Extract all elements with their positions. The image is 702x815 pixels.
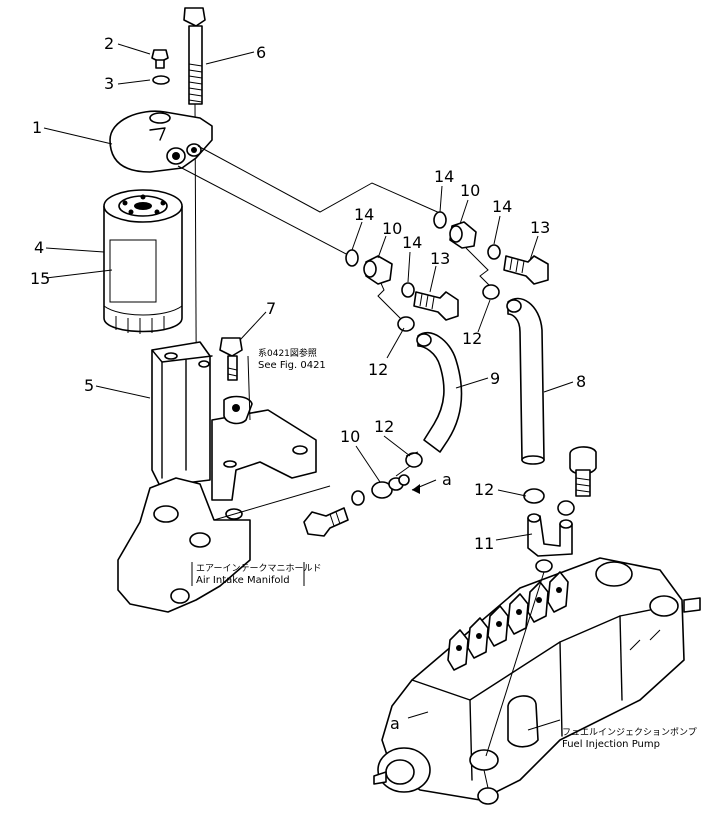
callout-15: 15 — [30, 269, 50, 288]
callout-10-c: 10 — [340, 427, 360, 446]
small-bolt-part-2 — [151, 49, 169, 69]
fuel-injection-pump-label: フュエルインジェクションポンプ Fuel Injection Pump — [562, 727, 697, 750]
banjo-bolt-lower — [303, 507, 349, 537]
hose-clamp-part-12-b — [482, 284, 500, 300]
air-intake-manifold-label: エアーインテークマニホールド Air Intake Manifold — [191, 562, 321, 586]
callout-12-c: 12 — [374, 417, 394, 436]
callout-2: 2 — [104, 34, 114, 53]
washer-part-14-a — [345, 249, 359, 267]
callout-10-b: 10 — [460, 181, 480, 200]
bolt-part-7 — [219, 337, 243, 381]
fuel-hose-part-9 — [416, 331, 463, 453]
line-filter-to-fitting-upper — [197, 145, 443, 215]
leader-lines — [43, 43, 574, 731]
hose-clip — [223, 395, 253, 425]
hose-clamp-part-12-a — [397, 316, 415, 332]
banjo-fitting-part-10-a — [363, 255, 393, 285]
callout-7: 7 — [266, 299, 276, 318]
callout-14-c: 14 — [434, 167, 454, 186]
washer-pump-side — [557, 500, 575, 516]
line-right-fitting-to-hose — [465, 247, 495, 291]
washer-lower — [351, 490, 365, 506]
callout-14-b: 14 — [402, 233, 422, 252]
elbow-fitting-part-11 — [527, 513, 573, 557]
fuel-hose-part-8 — [506, 297, 545, 465]
banjo-fitting-part-10-c — [371, 474, 410, 499]
line-filter-to-fitting-lower — [177, 165, 351, 257]
fuel-injection-pump — [373, 557, 701, 805]
callout-10-a: 10 — [382, 219, 402, 238]
air-intake-manifold — [117, 477, 331, 613]
feed-line-to-pump — [485, 571, 545, 757]
filter-bracket-part-5 — [151, 341, 317, 520]
reference-a-upper: a — [442, 470, 452, 489]
hose-clamp-part-12-d — [523, 488, 545, 504]
callout-14-a: 14 — [354, 205, 374, 224]
washer-part-14-b — [401, 282, 415, 298]
callout-12-a: 12 — [368, 360, 388, 379]
washer-pump-inlet — [535, 559, 553, 573]
callout-4: 4 — [34, 238, 44, 257]
bolt-pump-side — [569, 446, 597, 497]
callout-3: 3 — [104, 74, 114, 93]
washer-part-14-c — [433, 211, 447, 229]
washer-part-14-d — [487, 244, 501, 260]
callout-9: 9 — [490, 369, 500, 388]
fuel-injection-pump-label-jp: フュエルインジェクションポンプ — [562, 727, 697, 738]
callout-12-b: 12 — [462, 329, 482, 348]
callout-1: 1 — [32, 118, 42, 137]
fuel-injection-pump-label-en: Fuel Injection Pump — [562, 739, 660, 750]
callout-11: 11 — [474, 534, 494, 553]
filter-head-part-1 — [109, 110, 213, 173]
filter-cartridge-part-4-15 — [103, 189, 183, 334]
banjo-bolt-part-13-b — [503, 255, 549, 285]
washer-part-3 — [152, 75, 170, 85]
reference-a-lower: a — [390, 714, 400, 733]
callout-12-d: 12 — [474, 480, 494, 499]
see-figure-note-en: See Fig. 0421 — [258, 360, 326, 371]
banjo-bolt-part-13-a — [413, 291, 459, 321]
long-bolt-part-6 — [183, 7, 206, 105]
air-intake-manifold-label-en: Air Intake Manifold — [196, 575, 290, 586]
banjo-fitting-part-10-b — [449, 221, 477, 249]
see-figure-note: 系0421図参照 See Fig. 0421 — [258, 347, 326, 371]
hose-clamp-part-12-c — [405, 451, 423, 468]
callout-6: 6 — [256, 43, 266, 62]
callout-5: 5 — [84, 376, 94, 395]
air-intake-manifold-label-jp: エアーインテークマニホールド — [196, 563, 321, 574]
callout-8: 8 — [576, 372, 586, 391]
see-figure-note-jp: 系0421図参照 — [258, 347, 317, 359]
line-lower-fitting — [395, 465, 411, 477]
callout-13-a: 13 — [430, 249, 450, 268]
callout-13-b: 13 — [530, 218, 550, 237]
callout-14-d: 14 — [492, 197, 512, 216]
